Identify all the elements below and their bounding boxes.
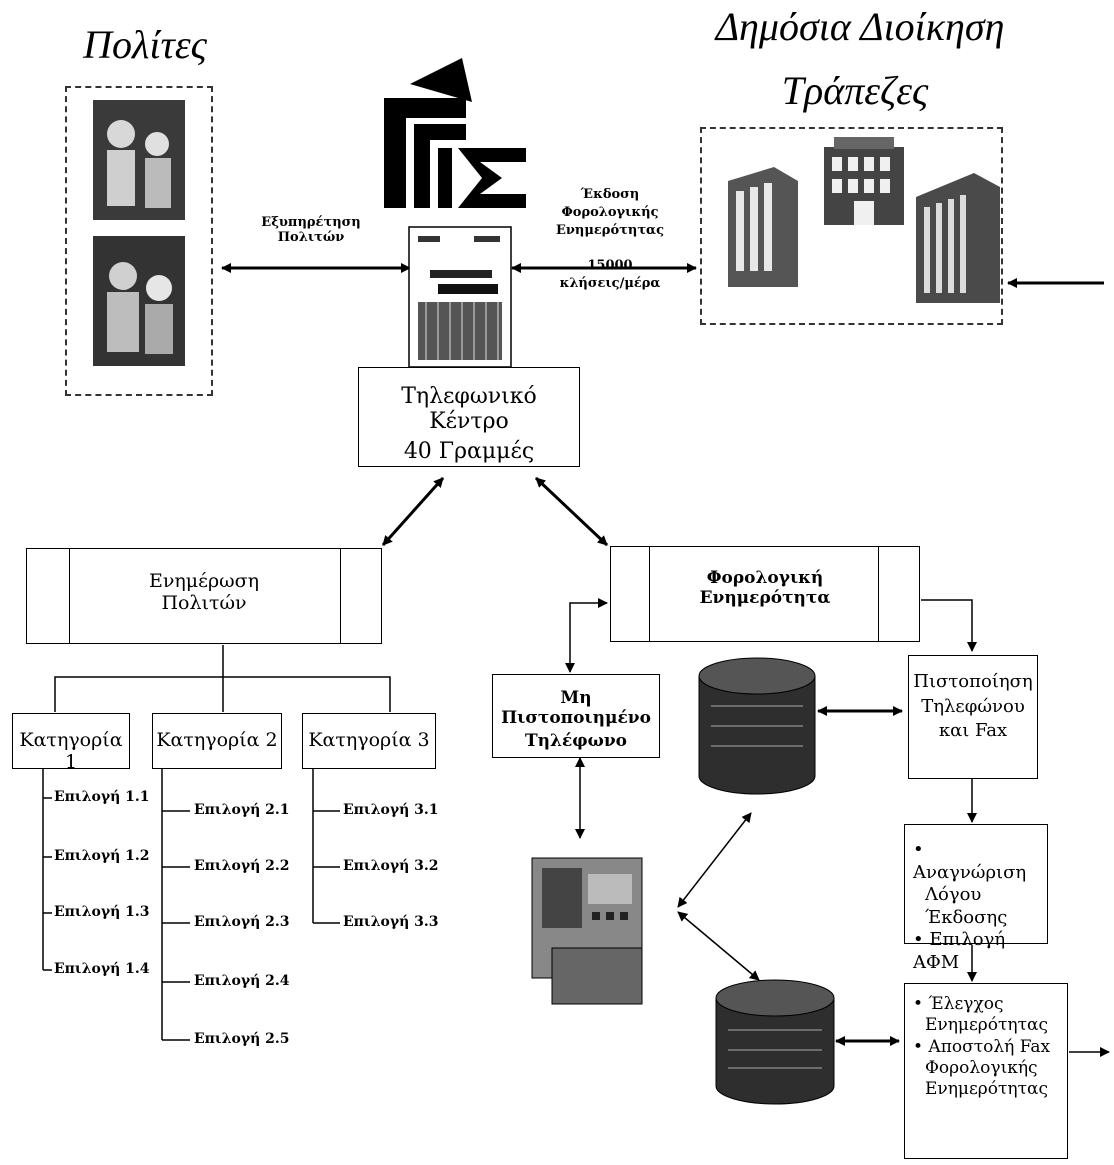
option-1-1: Επιλογή 1.1 [54,789,150,805]
citizen-photo-icon [93,100,185,220]
gis-logo-icon [384,58,526,208]
wire-tax-verification [921,599,977,652]
option-2-5: Επιλογή 2.5 [194,1031,290,1047]
office-building-icon [824,137,904,225]
header-citizens: Πολίτες [83,22,207,67]
arrow-callcenter-citizeninfo [381,476,445,547]
recognition-box: • Αναγνώριση Λόγου Έκδοσης • Επιλογή ΑΦΜ [904,824,1048,973]
office-building-icon [728,167,798,287]
database-icon [698,657,816,795]
category-1-box: Κατηγορία 1 [12,713,130,773]
fax-machine-icon [531,857,643,1005]
option-2-3: Επιλογή 2.3 [194,914,290,930]
unverified-phone-box: Μη Πιστοποιημένο Τηλέφωνο [492,674,660,758]
citizen-info-box: Ενημέρωση Πολιτών [26,548,382,644]
option-2-1: Επιλογή 2.1 [194,802,290,818]
label-citizen-service: Εξυπηρέτηση Πολιτών [261,215,361,245]
category-3-box: Κατηγορία 3 [302,713,436,769]
option-1-2: Επιλογή 1.2 [54,848,150,864]
tax-status-box: Φορολογική Ενημερότητα [610,546,920,642]
header-public-admin: Δημόσια Διοίκηση [715,4,1005,49]
header-banks: Τράπεζες [781,68,929,113]
database-icon [715,979,835,1105]
option-2-4: Επιλογή 2.4 [194,973,290,989]
category-2-box: Κατηγορία 2 [152,713,282,769]
office-building-icon [916,173,1000,303]
option-1-4: Επιλογή 1.4 [54,961,150,977]
server-icon [408,226,512,368]
banks-panel [700,127,1003,325]
label-tax-status-request: Έκδοση Φορολογικής Ενημερότητας 15000 κλ… [556,187,664,291]
option-3-2: Επιλογή 3.2 [343,858,439,874]
option-3-3: Επιλογή 3.3 [343,914,439,930]
citizen-photo-icon [93,236,185,366]
option-1-3: Επιλογή 1.3 [54,904,150,920]
call-center-box: Τηλεφωνικό Κέντρο 40 Γραμμές [358,367,580,467]
option-2-2: Επιλογή 2.2 [194,858,290,874]
arrow-callcenter-taxstatus [534,476,609,547]
verification-box: Πιστοποίηση Τηλεφώνου και Fax [908,655,1038,779]
check-send-box: • Έλεγχος Ενημερότητας • Αποστολή Fax Φο… [904,983,1068,1159]
citizens-panel [65,86,213,396]
wire-tax-unverified [565,598,608,673]
option-3-1: Επιλογή 3.1 [343,802,439,818]
